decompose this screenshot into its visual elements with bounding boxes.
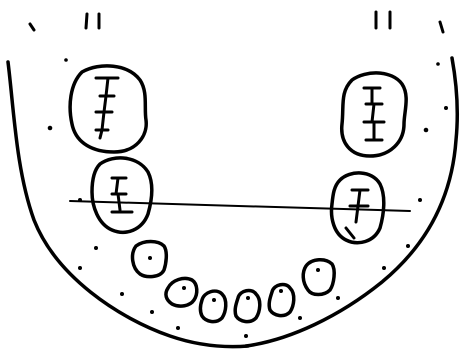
left-canine-outline — [130, 239, 169, 279]
left-lateral-incisor-outline — [164, 276, 199, 308]
right-canine-dot — [316, 268, 320, 272]
left-canine-dot — [148, 256, 152, 260]
right-premolar-outline — [329, 171, 386, 245]
right-molar-outline — [340, 71, 408, 158]
left-central-incisor — [198, 289, 228, 324]
left-premolar-outline — [90, 156, 154, 235]
right-central-incisor — [233, 288, 262, 324]
right-lateral-incisor — [267, 282, 296, 318]
arch-outline-right — [244, 56, 459, 348]
right-premolar-fissure — [344, 188, 370, 240]
right-molar-fissure — [362, 86, 386, 142]
left-canine — [130, 239, 169, 279]
right-canine-outline — [301, 258, 336, 297]
right-central-incisor-outline — [233, 288, 262, 324]
left-central-incisor-outline — [198, 289, 228, 324]
right-lateral-incisor-dot — [279, 289, 283, 293]
left-central-incisor-dot — [212, 298, 216, 302]
left-premolar — [90, 156, 154, 235]
top-marks — [28, 10, 445, 34]
right-lateral-incisor-outline — [267, 282, 296, 318]
left-molar-fissure — [94, 76, 120, 140]
left-lateral-incisor-dot — [182, 286, 186, 290]
left-lateral-incisor — [164, 276, 199, 308]
right-premolar — [329, 171, 386, 245]
left-molar-outline — [68, 64, 148, 154]
reference-line — [69, 200, 411, 212]
left-molar — [68, 64, 148, 154]
left-premolar-fissure — [110, 176, 134, 214]
right-central-incisor-dot — [246, 296, 250, 300]
right-canine — [301, 258, 336, 297]
right-molar — [340, 71, 408, 158]
stipple-dots — [47, 58, 448, 338]
arch-outline-left — [6, 60, 250, 349]
